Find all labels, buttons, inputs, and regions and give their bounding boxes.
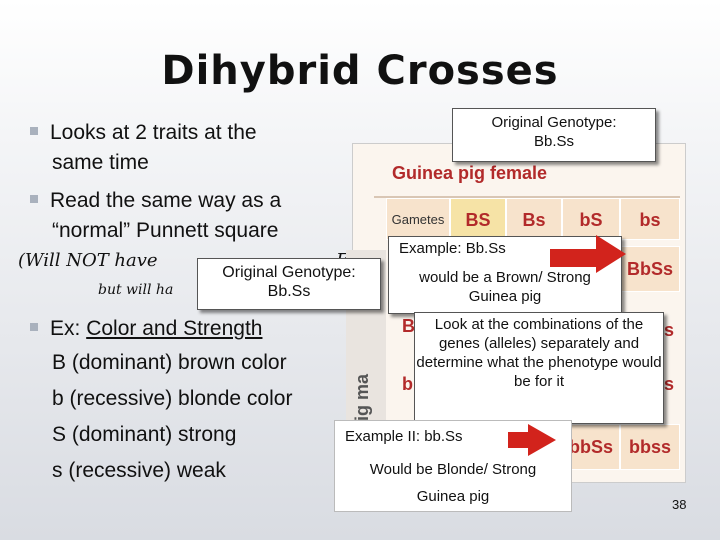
callout-line: Bb.Ss (533, 133, 575, 150)
bullet-3: Ex: Color and Strength (30, 314, 262, 344)
callout-line: Original Genotype: (222, 264, 356, 281)
bullet-1: Looks at 2 traits at the (30, 118, 257, 148)
gamete-cell: bs (620, 198, 680, 240)
example-1-callout: Example: Bb.Ss would be a Brown/ Strong … (388, 236, 622, 314)
bullet-square-icon (30, 195, 38, 204)
row-edge: s (664, 320, 675, 340)
row-letter: b (402, 374, 413, 394)
punnett-heading: Guinea pig female (392, 163, 548, 183)
gamete-cell: BS (450, 198, 506, 240)
trait-4: s (recessive) weak (52, 459, 226, 482)
slide-title: Dihybrid Crosses (161, 48, 559, 94)
example-2-title: Example II: bb.Ss (345, 428, 463, 445)
trait-3: S (dominant) strong (52, 423, 237, 446)
gamete-cell: Bs (506, 198, 562, 240)
red-arrow-shaft (550, 249, 596, 267)
example-1-line2: Guinea pig (468, 288, 542, 305)
punnett-divider (374, 196, 680, 198)
handwritten-line1: (Will NOT have (18, 250, 158, 271)
example-1-title: Example: Bb.Ss (399, 240, 506, 257)
bullet-1-line1: Looks at 2 traits at the (50, 121, 257, 144)
gamete-cell: bS (562, 198, 620, 240)
bullet-square-icon (30, 323, 38, 332)
callout-line: Bb.Ss (267, 283, 311, 300)
row-letter: B (402, 316, 415, 336)
original-genotype-callout-top: Original Genotype: Bb.Ss (452, 108, 656, 162)
row-edge: s (664, 374, 675, 394)
look-combinations-callout: Look at the combinations of the genes (a… (414, 312, 664, 424)
punnett-cell: BbSs (620, 246, 680, 292)
bullet-square-icon (30, 127, 38, 136)
red-arrow-icon (596, 235, 626, 273)
bullet-2-line1: Read the same way as a (50, 189, 282, 212)
bullet-1-line2: same time (52, 151, 149, 174)
punnett-cell: bbss (620, 424, 680, 470)
trait-2: b (recessive) blonde color (52, 387, 293, 410)
bullet-2: Read the same way as a (30, 186, 281, 216)
red-arrow-icon (528, 424, 556, 456)
handwritten-line2: but will ha (98, 282, 174, 298)
example-2-line1: Would be Blonde/ Strong (369, 461, 537, 478)
example-1-line1: would be a Brown/ Strong (419, 269, 591, 286)
red-arrow-shaft (508, 432, 530, 448)
original-genotype-callout-mid: Original Genotype: Bb.Ss (197, 258, 381, 310)
example-2-line2: Guinea pig (416, 488, 490, 505)
bullet-3-link: Color and Strength (86, 317, 263, 340)
bullet-2-line2: “normal” Punnett square (52, 219, 279, 242)
callout-line: Original Genotype: (491, 114, 617, 131)
trait-1: B (dominant) brown color (52, 351, 287, 374)
bullet-3-prefix: Ex: (50, 317, 87, 340)
page-number: 38 (672, 497, 687, 512)
gametes-label: Gametes (386, 198, 450, 240)
